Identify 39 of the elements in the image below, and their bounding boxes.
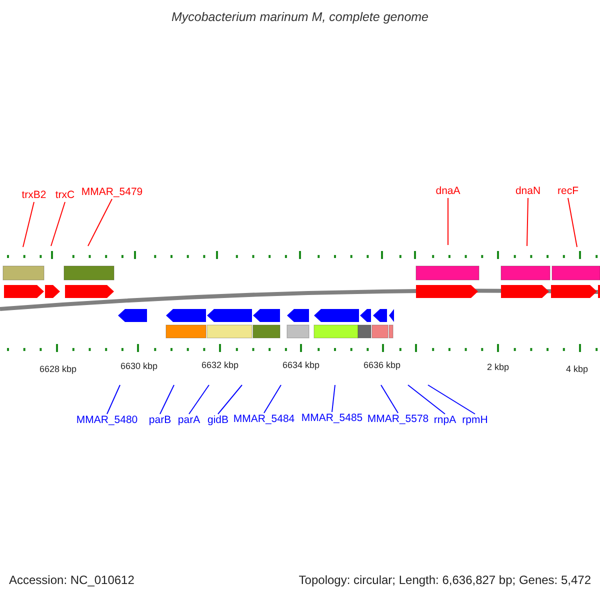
gene-label: MMAR_5484 <box>233 413 295 426</box>
scale-label: 6636 kbp <box>363 360 401 371</box>
scale-label: 6630 kbp <box>120 361 158 372</box>
leader-line <box>106 384 120 414</box>
scale-label: 6634 kbp <box>282 360 320 371</box>
gene-label: recF <box>558 185 578 198</box>
accession-text: Accession: NC_010612 <box>9 575 134 586</box>
gene-label: MMAR_5578 <box>367 413 429 426</box>
scale-label: 4 kbp <box>566 364 588 375</box>
gene-label: parA <box>178 414 200 427</box>
gene-label: MMAR_5480 <box>76 414 138 427</box>
genome-summary-text: Topology: circular; Length: 6,636,827 bp; Genes: 5,472 <box>298 575 591 586</box>
gene-label: gidB <box>208 414 228 427</box>
leader-line <box>88 198 112 246</box>
leader-line <box>218 384 242 414</box>
scale-label: 6632 kbp <box>201 360 239 371</box>
gene-label: dnaA <box>436 185 460 198</box>
gene-label: MMAR_5485 <box>301 412 363 425</box>
leader-line <box>568 198 578 248</box>
leader-line <box>22 202 34 248</box>
gene-label: rnpA <box>434 414 456 427</box>
leader-line <box>264 384 282 414</box>
leader-line <box>188 384 210 414</box>
gene-label: MMAR_5479 <box>81 186 143 199</box>
leader-line <box>428 384 476 414</box>
leader-line <box>160 384 174 414</box>
scale-label: 2 kbp <box>486 362 510 373</box>
gene-label: rpmH <box>462 414 488 427</box>
gene-label: parB <box>148 414 172 427</box>
gene-label: trxB2 <box>22 189 46 202</box>
leader-line <box>526 198 528 246</box>
gene-label: dnaN <box>515 185 541 198</box>
gene-label: trxC <box>55 189 75 202</box>
leader-line <box>332 384 336 412</box>
scale-label: 6628 kbp <box>39 364 77 375</box>
leader-line <box>380 384 398 414</box>
leader-line <box>50 202 66 246</box>
leader-line <box>408 384 446 414</box>
title: Mycobacterium marinum M, complete genome <box>170 10 430 24</box>
